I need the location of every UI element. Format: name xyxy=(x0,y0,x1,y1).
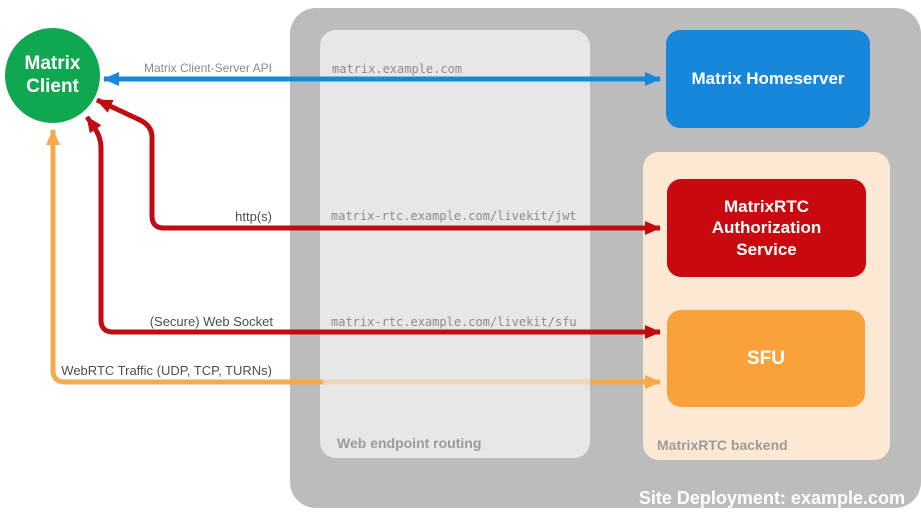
matrixrtc-backend-caption: MatrixRTC backend xyxy=(657,437,788,453)
webrtc-traffic-arrow-label: WebRTC Traffic (UDP, TCP, TURNs) xyxy=(61,363,272,378)
websocket-arrow-label: (Secure) Web Socket xyxy=(149,314,273,329)
matrix-homeserver-node: Matrix Homeserver xyxy=(666,30,870,128)
matrixrtc-authorization-service-node: MatrixRTC Authorization Service xyxy=(667,179,866,277)
livekit-sfu-endpoint-url: matrix-rtc.example.com/livekit/sfu xyxy=(331,315,577,329)
sfu-label: SFU xyxy=(747,347,785,369)
homeserver-endpoint-url: matrix.example.com xyxy=(332,62,463,76)
matrix-client-node: Matrix Client xyxy=(5,28,100,123)
web-endpoint-routing-caption: Web endpoint routing xyxy=(337,435,482,451)
site-deployment-caption: Site Deployment: example.com xyxy=(638,488,905,508)
matrix-client-label: Matrix Client xyxy=(24,53,81,97)
https-arrow-label: http(s) xyxy=(235,209,272,224)
matrixrtc-authorization-service-label: MatrixRTC Authorization Service xyxy=(711,197,822,259)
livekit-jwt-endpoint-url: matrix-rtc.example.com/livekit/jwt xyxy=(331,209,577,223)
web-endpoint-routing-container xyxy=(320,30,590,458)
sfu-node: SFU xyxy=(667,310,865,407)
matrix-homeserver-label: Matrix Homeserver xyxy=(691,69,845,88)
webrtc-traffic-arrow xyxy=(46,129,323,385)
client-server-api-arrow-label: Matrix Client-Server API xyxy=(143,61,272,75)
